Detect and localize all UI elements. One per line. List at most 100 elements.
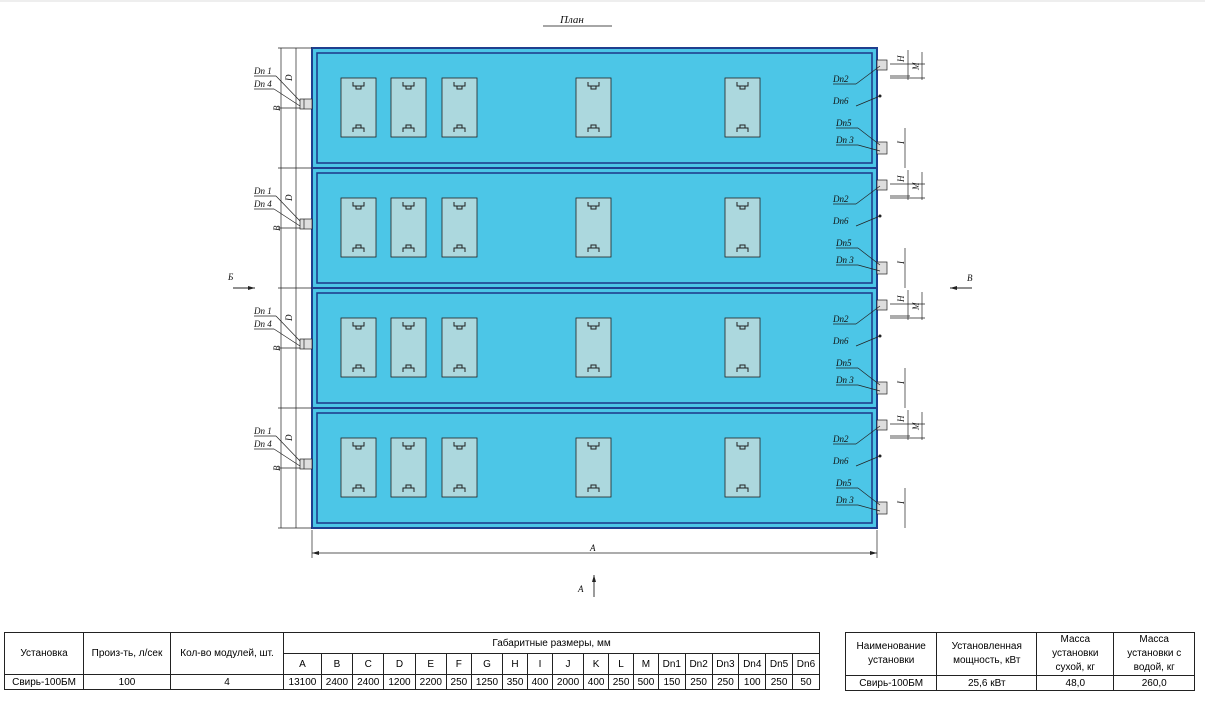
spec-header-wet-mass: Масса установки с водой, кг <box>1113 632 1195 676</box>
tank-inner <box>316 412 873 524</box>
column-header-i: I <box>527 653 553 675</box>
label-dim-h: H <box>896 55 906 63</box>
filter-panel <box>575 317 612 378</box>
label-dim-h: H <box>896 175 906 183</box>
inlet-flange <box>299 98 313 110</box>
header-modules: Кол-во модулей, шт. <box>169 632 285 675</box>
label-dn1: Dn 1 <box>253 66 272 76</box>
column-header-l: L <box>608 653 634 675</box>
bracket-icon <box>453 442 466 450</box>
bracket-icon <box>587 244 600 252</box>
cell-value: 150 <box>657 674 686 690</box>
column-header-dn3: Dn3 <box>711 653 740 675</box>
bracket-icon <box>736 244 749 252</box>
label-dim-a: A <box>589 543 596 553</box>
label-dim-m: M <box>911 302 921 311</box>
bracket-icon <box>587 484 600 492</box>
column-header-e: E <box>414 653 447 675</box>
label-dn6: Dn6 <box>832 336 849 346</box>
spec-header-name: Наименование установки <box>844 632 938 676</box>
label-dim-b: B <box>272 465 282 471</box>
header-capacity: Произ-ть, л/сек <box>83 632 171 675</box>
bracket-icon <box>402 442 415 450</box>
label-dim-i: I <box>896 140 906 145</box>
label-dn5: Dn5 <box>835 478 852 488</box>
column-header-b: B <box>320 653 354 675</box>
label-view-v: В <box>967 273 973 283</box>
filter-panel <box>441 77 478 138</box>
column-header-a: A <box>283 653 322 675</box>
label-dn6: Dn6 <box>832 456 849 466</box>
column-header-dn2: Dn2 <box>684 653 713 675</box>
label-dn5: Dn5 <box>835 358 852 368</box>
column-header-k: K <box>583 653 610 675</box>
bracket-icon <box>352 364 365 372</box>
label-view-b: Б <box>227 272 234 282</box>
tank-inner <box>316 52 873 164</box>
bracket-icon <box>402 202 415 210</box>
cell-capacity: 100 <box>83 674 171 690</box>
bracket-icon <box>736 82 749 90</box>
cell-value: 400 <box>527 674 553 690</box>
cell-value: 350 <box>502 674 528 690</box>
outlet-flange <box>876 59 888 71</box>
column-header-f: F <box>445 653 472 675</box>
bracket-icon <box>736 124 749 132</box>
filter-panel <box>390 77 427 138</box>
plan-title: План <box>559 14 584 26</box>
cell-value: 400 <box>583 674 610 690</box>
spec-cell-dry-mass: 48,0 <box>1036 675 1115 691</box>
label-dim-m: M <box>911 182 921 191</box>
cell-value: 250 <box>711 674 740 690</box>
column-header-dn1: Dn1 <box>657 653 686 675</box>
cell-value: 1200 <box>383 674 416 690</box>
label-dn2: Dn2 <box>832 314 849 324</box>
header-install: Установка <box>3 632 85 675</box>
label-dn4: Dn 4 <box>253 79 272 89</box>
bracket-icon <box>453 202 466 210</box>
label-dim-d: D <box>284 74 294 82</box>
bracket-icon <box>736 484 749 492</box>
cell-value: 500 <box>633 674 659 690</box>
column-header-c: C <box>352 653 385 675</box>
label-dn4: Dn 4 <box>253 199 272 209</box>
bracket-icon <box>352 82 365 90</box>
arrow-icon <box>592 575 596 582</box>
column-header-g: G <box>470 653 504 675</box>
bracket-icon <box>736 364 749 372</box>
table-row: Свирь-100БМ 25,6 кВт 48,0 260,0 <box>844 675 1195 691</box>
tank-inner <box>316 292 873 404</box>
filter-panel <box>340 437 377 498</box>
filter-panel <box>441 197 478 258</box>
label-dim-d: D <box>284 314 294 322</box>
cell-value: 2000 <box>551 674 585 690</box>
bracket-icon <box>352 202 365 210</box>
label-dn6: Dn6 <box>832 96 849 106</box>
bracket-icon <box>402 322 415 330</box>
filter-panel <box>724 197 761 258</box>
drain-flange <box>876 501 888 515</box>
filter-panel <box>340 317 377 378</box>
cell-value: 2400 <box>352 674 385 690</box>
label-dim-b: B <box>272 225 282 231</box>
filter-panel <box>390 197 427 258</box>
inlet-flange <box>299 458 313 470</box>
outlet-flange <box>876 299 888 311</box>
bracket-icon <box>587 202 600 210</box>
label-dim-h: H <box>896 295 906 303</box>
outlet-flange <box>876 179 888 191</box>
bracket-icon <box>587 364 600 372</box>
cell-value: 2400 <box>320 674 354 690</box>
bracket-icon <box>402 484 415 492</box>
filter-panel <box>724 437 761 498</box>
bracket-icon <box>352 124 365 132</box>
bracket-icon <box>453 82 466 90</box>
inlet-flange <box>299 218 313 230</box>
label-dn3: Dn 3 <box>835 255 854 265</box>
